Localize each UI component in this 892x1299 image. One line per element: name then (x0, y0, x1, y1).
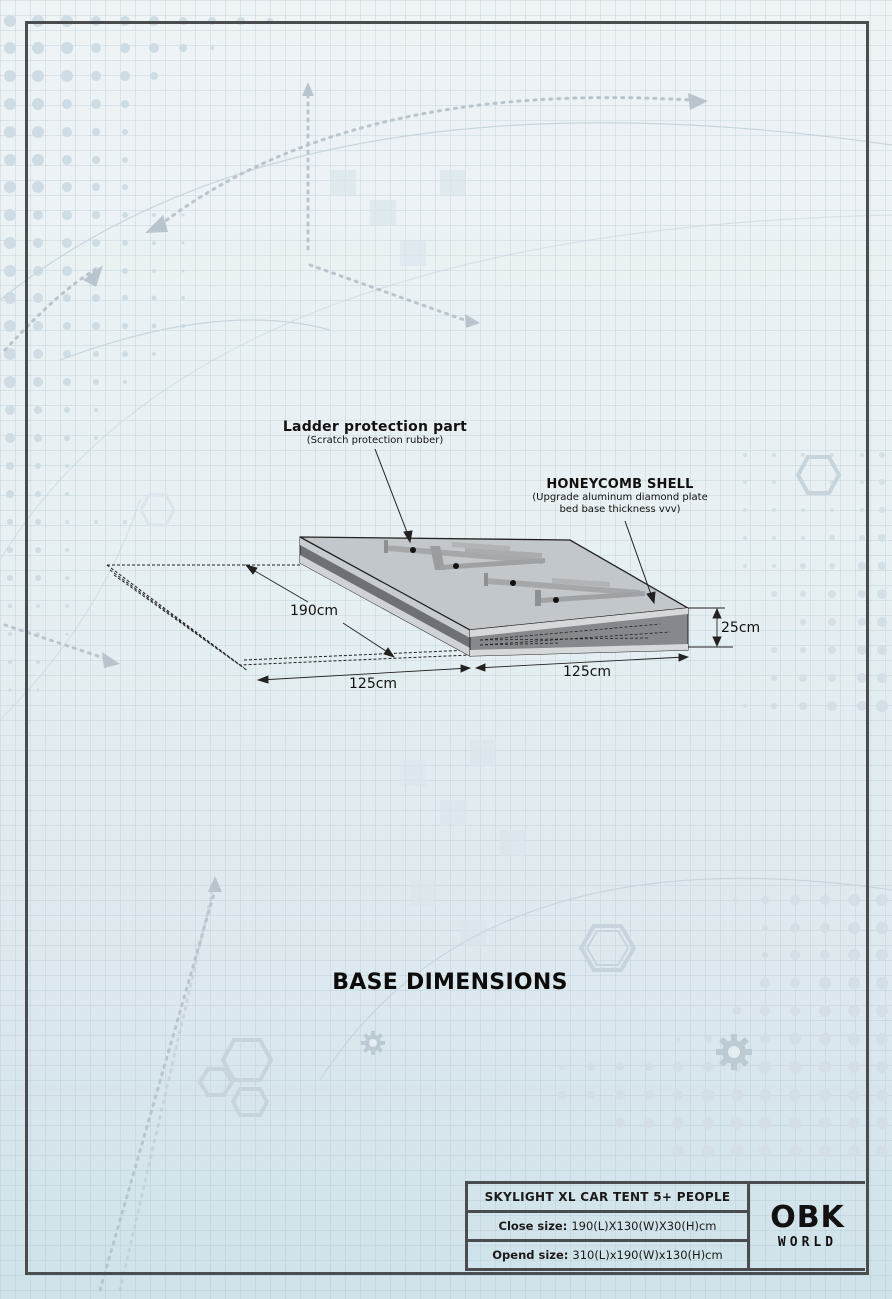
page-frame (25, 21, 869, 1275)
ladder-protection-callout: Ladder protection part (Scratch protecti… (275, 419, 475, 447)
close-size-label: Close size: (498, 1219, 568, 1233)
obk-world-logo: OBK WORLD (750, 1184, 865, 1268)
dimension-length-label: 190cm (290, 603, 339, 619)
dotted-arrows (3, 93, 692, 1292)
dot-pattern-right (743, 452, 888, 712)
ladder-callout-title: Ladder protection part (282, 419, 468, 435)
dimension-lines (244, 564, 733, 684)
page-title: BASE DIMENSIONS (332, 970, 568, 995)
callout-leaders (374, 448, 656, 605)
product-name: SKYLIGHT XL CAR TENT 5+ PEOPLE (468, 1184, 747, 1213)
gear-icons (361, 1031, 752, 1070)
shell-callout-subtitle-1: (Upgrade aluminum diamond plate (532, 492, 708, 503)
product-info-box: SKYLIGHT XL CAR TENT 5+ PEOPLE Close siz… (465, 1181, 865, 1271)
arrow-heads (83, 82, 708, 892)
hexagon-icons (139, 455, 842, 1117)
shell-callout-title: HONEYCOMB SHELL (546, 477, 694, 492)
open-size-value: 310(L)x190(W)x130(H)cm (572, 1248, 723, 1262)
logo-wordmark: WORLD (777, 1234, 838, 1250)
dot-pattern-bottom-right (558, 894, 888, 1157)
ladder-1 (384, 540, 545, 570)
dimension-width-right-label: 125cm (563, 664, 612, 680)
open-size-label: Opend size: (492, 1248, 569, 1262)
close-size-row: Close size: 190(L)X130(W)X30(H)cm (468, 1213, 747, 1242)
honeycomb-shell-callout: HONEYCOMB SHELL (Upgrade aluminum diamon… (510, 477, 730, 516)
dimension-height-label: 25cm (721, 620, 761, 636)
ladder-2 (484, 573, 645, 606)
faint-squares (330, 170, 526, 946)
shell-callout-subtitle-2: bed base thickness vvv) (559, 504, 681, 515)
close-size-value: 190(L)X130(W)X30(H)cm (571, 1219, 717, 1233)
product-spec-rows: SKYLIGHT XL CAR TENT 5+ PEOPLE Close siz… (468, 1184, 750, 1268)
dimension-width-left-label: 125cm (349, 676, 398, 692)
logo-mark: OBK (770, 1199, 845, 1235)
ladder-callout-subtitle: (Scratch protection rubber) (306, 435, 444, 446)
arc-lines (0, 122, 892, 1081)
open-footprint-outline (106, 564, 471, 672)
open-size-row: Opend size: 310(L)x190(W)x130(H)cm (468, 1242, 747, 1268)
